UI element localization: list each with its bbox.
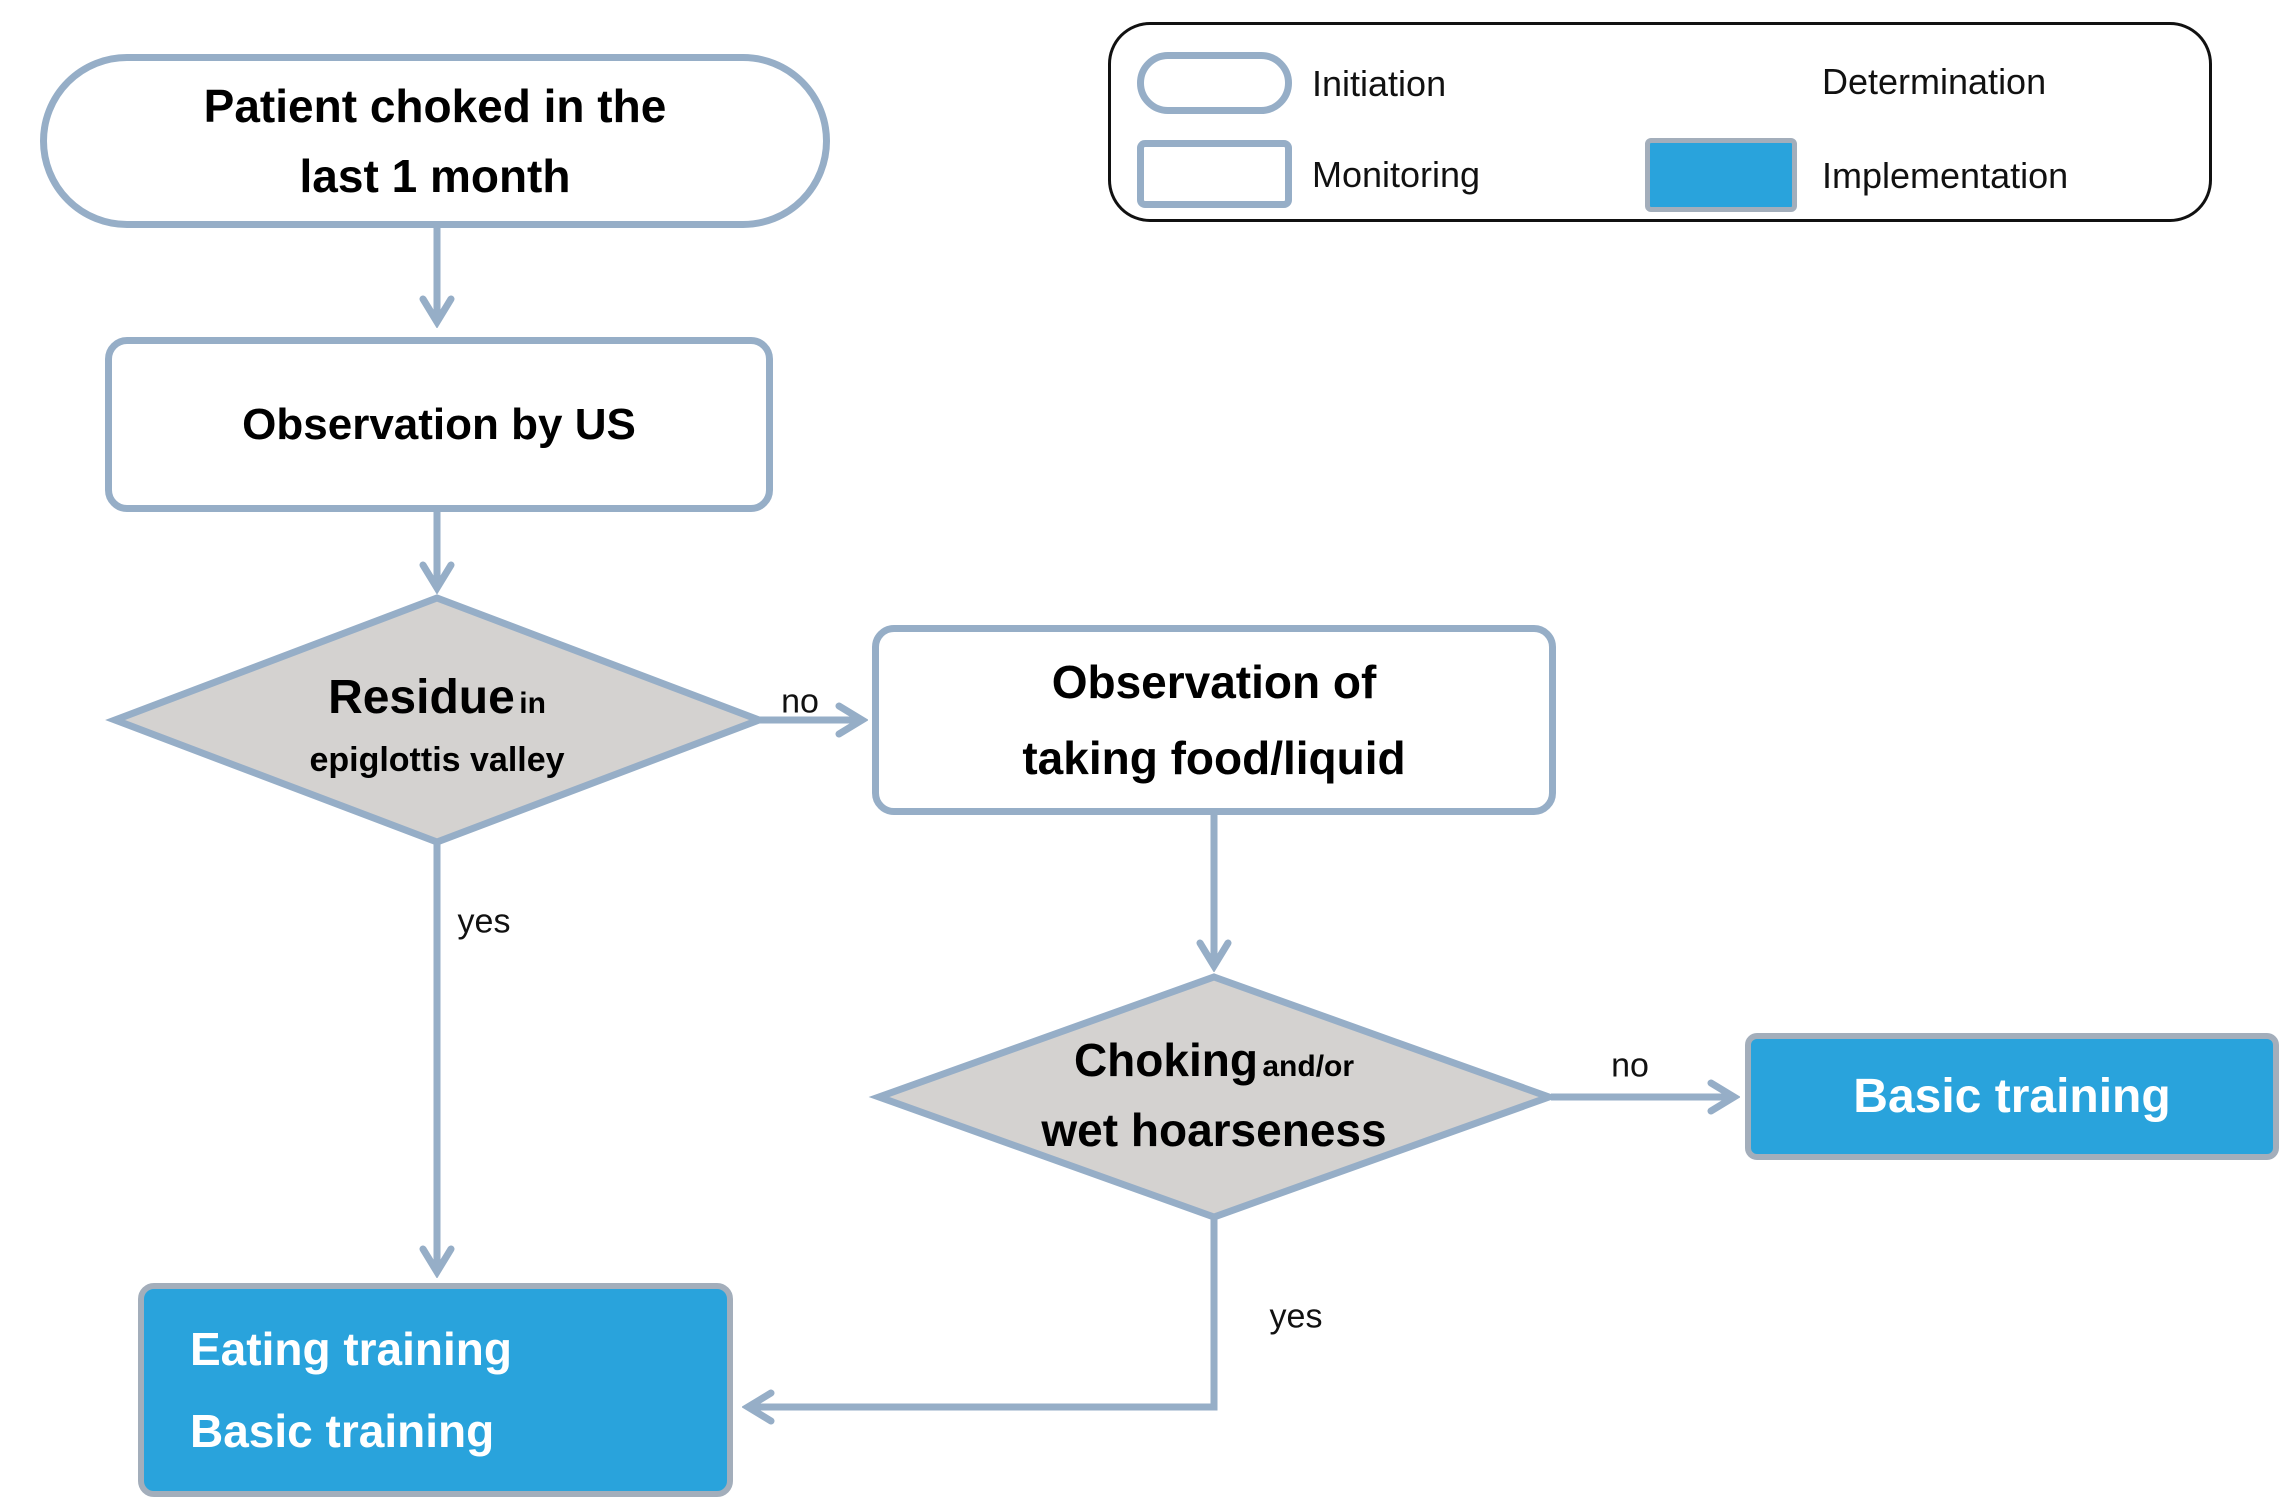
legend-initiation-label: Initiation — [1312, 63, 1447, 104]
observation-food-line2: taking food/liquid — [1022, 732, 1406, 784]
node-basic-training: Basic training — [1745, 1033, 2279, 1160]
choking-qualifier-text: and/or — [1262, 1049, 1355, 1083]
observation-food-line1: Observation of — [1051, 656, 1377, 708]
edge-label-choking-yes: yes — [1269, 1297, 1323, 1336]
legend-monitoring-swatch — [1137, 140, 1292, 208]
choking-decision-text: Choking and/or wet hoarseness — [914, 1010, 1514, 1175]
legend-monitoring-label: Monitoring — [1312, 154, 1481, 195]
edge-label-residue-no: no — [781, 682, 819, 721]
residue-sub-text: epiglottis valley — [309, 740, 565, 779]
start-line2: last 1 month — [299, 150, 571, 202]
legend-implementation-label: Implementation — [1822, 155, 2069, 196]
edge-label-choking-no: no — [1611, 1046, 1649, 1085]
eating-training-line1: Eating training — [190, 1323, 512, 1375]
edge-choking-yes-to-eating-training — [748, 1217, 1218, 1407]
residue-main-text: Residue — [328, 670, 515, 724]
edge-label-residue-yes: yes — [457, 902, 511, 941]
choking-main-text: Choking — [1073, 1033, 1258, 1086]
start-line1: Patient choked in the — [203, 80, 667, 132]
node-start-patient-choked: Patient choked in the last 1 month — [40, 54, 830, 228]
node-eating-basic-training: Eating training Basic training — [138, 1283, 733, 1497]
choking-sub-text: wet hoarseness — [1041, 1103, 1387, 1156]
legend-implementation-swatch — [1645, 138, 1797, 212]
legend-initiation-swatch — [1137, 52, 1292, 114]
eating-training-line2: Basic training — [190, 1405, 495, 1457]
legend-determination-label: Determination — [1822, 61, 2047, 102]
node-observation-food-liquid: Observation of taking food/liquid — [872, 625, 1556, 815]
residue-qualifier-text: in — [519, 686, 546, 720]
observation-us-label: Observation by US — [242, 399, 636, 449]
basic-training-label: Basic training — [1853, 1070, 2171, 1123]
node-observation-by-us: Observation by US — [105, 337, 773, 512]
residue-decision-text: Residue in epiglottis valley — [137, 640, 737, 805]
